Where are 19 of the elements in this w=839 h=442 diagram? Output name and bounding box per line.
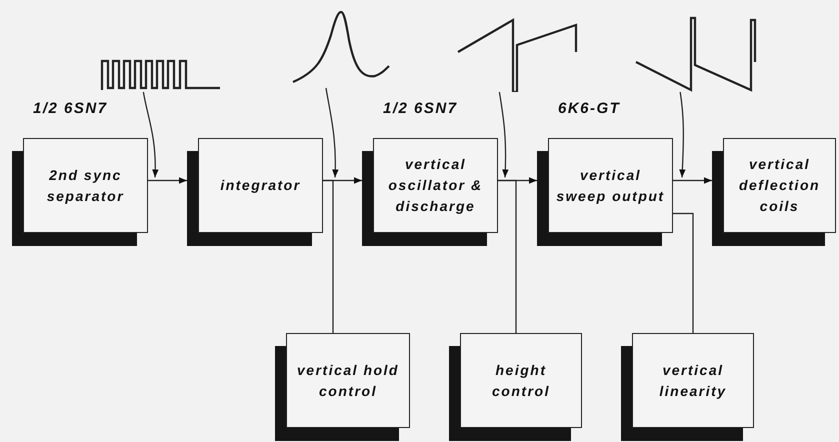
block-label: 2nd sync separator (46, 166, 126, 206)
connector-line (323, 180, 334, 333)
block-label: height control (491, 360, 551, 400)
tube-label: 1/2 6SN7 (383, 100, 458, 117)
block-label: integrator (219, 176, 302, 195)
connector-line (325, 88, 338, 178)
tube-label: 6K6-GT (558, 100, 620, 117)
block-label: vertical sweep output (555, 166, 666, 206)
connector-line (498, 180, 517, 333)
block-label: vertical linearity (658, 360, 728, 401)
block-label: vertical oscillator & discharge (387, 155, 484, 216)
connector-line (679, 92, 686, 178)
block-label: vertical hold control (296, 360, 400, 400)
connector-line (148, 177, 187, 184)
connector-line (673, 212, 694, 333)
connector-line (142, 92, 158, 178)
connector-line (498, 92, 509, 178)
block-label: vertical deflection coils (738, 155, 822, 216)
tube-label: 1/2 6SN7 (33, 100, 108, 117)
